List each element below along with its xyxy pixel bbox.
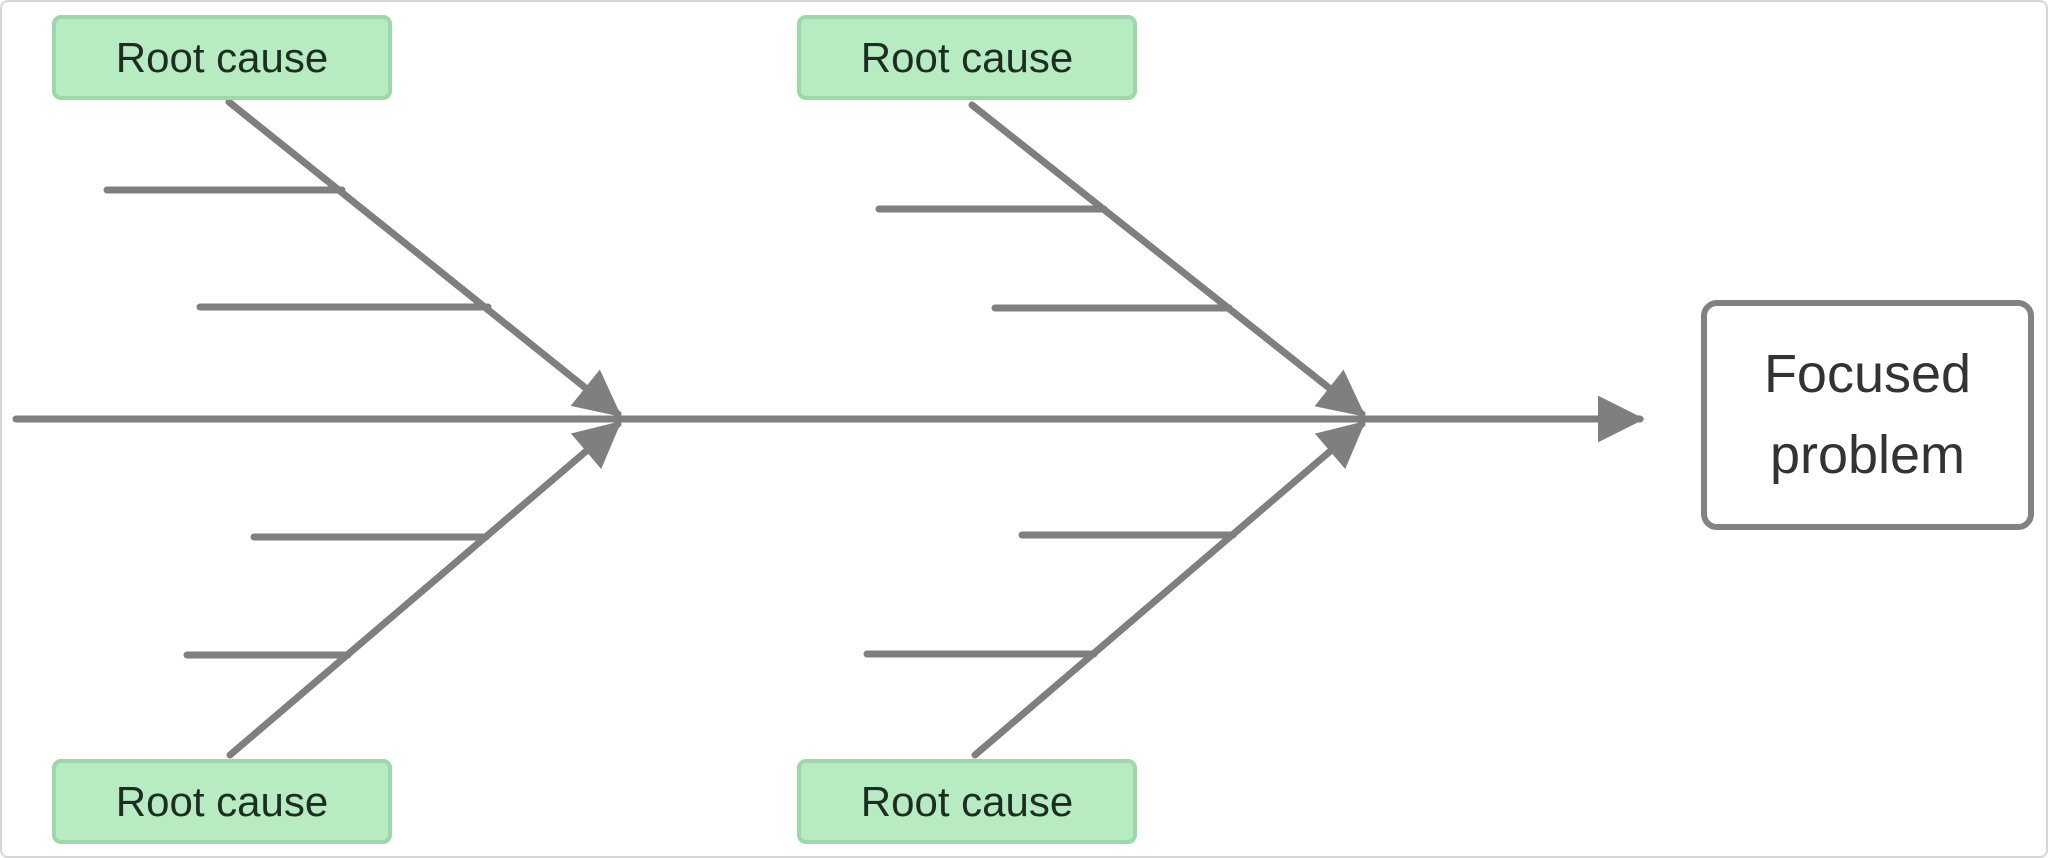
focused-problem-node[interactable]: Focused problem — [1701, 300, 2034, 530]
root-cause-label: Root cause — [860, 33, 1074, 81]
branch-line-top-middle — [968, 101, 1366, 418]
focused-problem-label: Focused problem — [1763, 344, 1972, 485]
branch-line-top-left — [225, 98, 622, 418]
branch-line-bottom-left — [226, 420, 622, 759]
branch-line-bottom-middle — [971, 420, 1366, 759]
root-cause-label: Root cause — [860, 777, 1074, 825]
root-cause-node-bottom-left[interactable]: Root cause — [52, 759, 392, 844]
root-cause-label: Root cause — [115, 33, 329, 81]
root-cause-node-top-middle[interactable]: Root cause — [797, 15, 1137, 100]
root-cause-label: Root cause — [115, 777, 329, 825]
root-cause-node-bottom-middle[interactable]: Root cause — [797, 759, 1137, 844]
root-cause-node-top-left[interactable]: Root cause — [52, 15, 392, 100]
